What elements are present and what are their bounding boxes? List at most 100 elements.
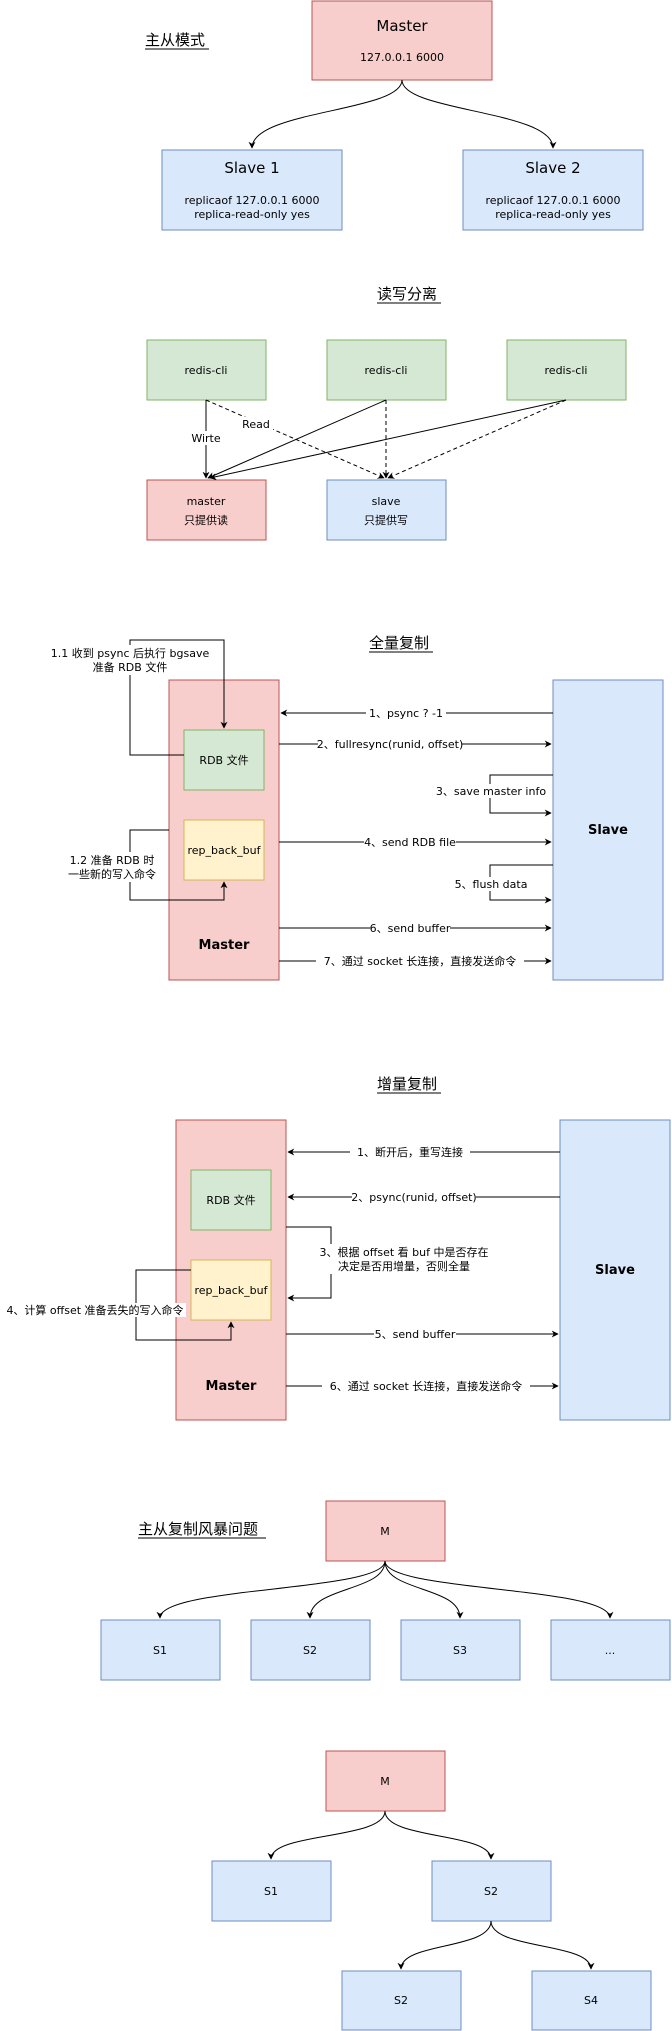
s5-s4-label: ... — [605, 1644, 616, 1657]
s5-m-box[interactable] — [325, 1500, 446, 1562]
s2-cli1-label: redis-cli — [185, 364, 228, 377]
s2-cli3-box[interactable] — [506, 339, 627, 401]
s4-step5-bg — [374, 1327, 456, 1341]
s3-buf-label: rep_back_buf — [188, 844, 262, 857]
s1-slave1-line1: replicaof 127.0.0.1 6000 — [184, 194, 319, 207]
s5-arrow-m-s4 — [384, 1560, 614, 1619]
s4-step1-label: 1、断开后，重写连接 — [357, 1145, 463, 1159]
s4-step5-label: 5、send buffer — [375, 1328, 456, 1341]
s4-step1-bg — [350, 1145, 470, 1159]
s3-step6-bg — [370, 921, 450, 935]
s4-step2-label: 2、psync(runid, offset) — [351, 1191, 476, 1204]
s4-buf-box[interactable] — [190, 1259, 272, 1321]
s3-step6-label: 6、send buffer — [370, 922, 451, 935]
s5-tree-arrow-s2-s4 — [490, 1920, 595, 1970]
s1-slave1-name: Slave 1 — [224, 159, 279, 177]
s3-slave-box[interactable] — [552, 679, 664, 981]
s4-step4-bg — [4, 1303, 186, 1317]
s4-step6-bg — [322, 1379, 530, 1393]
s3-note2-line1: 1.2 准备 RDB 时 — [70, 853, 155, 867]
s3-step4-label: 4、send RDB file — [364, 836, 456, 849]
s2-write-cli2-master — [207, 399, 387, 479]
s3-note2-bg — [60, 852, 164, 882]
s5-tree-m-box[interactable] — [325, 1750, 446, 1812]
s2-cli2-box[interactable] — [326, 339, 447, 401]
s3-master-label: Master — [199, 938, 250, 953]
s3-slave-label: Slave — [588, 823, 628, 838]
s5-tree-s2-box[interactable] — [431, 1860, 552, 1922]
s2-master-name: master — [187, 495, 226, 508]
s5-tree-s3-label: S2 — [394, 1994, 408, 2007]
s2-read-label: Read — [242, 418, 270, 431]
s2-slave-box[interactable] — [326, 479, 447, 541]
s2-read-label-bg — [239, 417, 273, 431]
s4-step3-line2: 决定是否用增量，否则全量 — [338, 1259, 470, 1273]
s3-rdb-box[interactable] — [183, 729, 265, 791]
s3-step4-bg — [364, 835, 456, 849]
s4-step6-label: 6、通过 socket 长连接，直接发送命令 — [330, 1379, 523, 1393]
s3-step5-label: 5、flush data — [455, 878, 528, 891]
s5-s2-box[interactable] — [250, 1619, 371, 1681]
s2-write-label-bg — [189, 431, 223, 445]
s2-cli1-box[interactable] — [146, 339, 267, 401]
s2-master-desc: 只提供读 — [184, 513, 228, 527]
s5-tree-s4-label: S4 — [584, 1994, 598, 2007]
s1-slave1-line2: replica-read-only yes — [194, 208, 310, 221]
s1-master-name: Master — [376, 17, 428, 35]
s5-tree-m-label: M — [380, 1775, 390, 1788]
s5-s2-label: S2 — [303, 1644, 317, 1657]
s3-step5-bg — [454, 877, 528, 891]
section1-title: 主从模式 — [145, 31, 205, 49]
s2-slave-desc: 只提供写 — [364, 513, 408, 527]
s5-tree-s3-box[interactable] — [341, 1970, 462, 2031]
s5-tree-s1-box[interactable] — [211, 1860, 332, 1922]
s1-arrow-master-slave2 — [401, 79, 557, 149]
s3-rdb-label: RDB 文件 — [199, 753, 248, 767]
s3-note1-bg — [48, 645, 212, 675]
section5-title: 主从复制风暴问题 — [138, 1520, 258, 1538]
section2-title: 读写分离 — [377, 285, 437, 303]
s1-master-box[interactable] — [311, 0, 493, 81]
s4-rdb-label: RDB 文件 — [206, 1193, 255, 1207]
s5-arrow-m-s1 — [156, 1560, 386, 1619]
s5-tree-s2-label: S2 — [484, 1885, 498, 1898]
s5-arrow-m-s2 — [306, 1560, 386, 1619]
section4-title: 增量复制 — [377, 1075, 437, 1093]
s1-slave2-box[interactable] — [462, 149, 644, 231]
s3-step7-bg — [316, 954, 524, 968]
s4-step3-bg — [316, 1244, 492, 1274]
s4-rdb-box[interactable] — [190, 1169, 272, 1231]
s3-step7-label: 7、通过 socket 长连接，直接发送命令 — [324, 954, 517, 968]
s1-slave2-line1: replicaof 127.0.0.1 6000 — [485, 194, 620, 207]
section3-title: 全量复制 — [369, 634, 429, 652]
s4-step4-arrow — [135, 1269, 235, 1341]
s5-tree-arrow-m-s2 — [384, 1810, 495, 1860]
s2-cli2-label: redis-cli — [365, 364, 408, 377]
s1-slave1-box[interactable] — [161, 149, 343, 231]
s4-step4-label: 4、计算 offset 准备丢失的写入命令 — [6, 1303, 183, 1317]
s3-step1-label: 1、psync ? -1 — [369, 707, 443, 720]
s5-tree-s4-box[interactable] — [531, 1970, 652, 2031]
s2-slave-name: slave — [372, 495, 401, 508]
s3-note2-line2: 一些新的写入命令 — [68, 867, 156, 881]
s5-s1-box[interactable] — [100, 1619, 221, 1681]
s5-tree-arrow-s2-s3 — [397, 1920, 492, 1970]
s5-s1-label: S1 — [153, 1644, 167, 1657]
s2-master-box[interactable] — [146, 479, 267, 541]
s5-s4-box[interactable] — [550, 1619, 671, 1681]
s3-step2-label: 2、fullresync(runid, offset) — [317, 738, 463, 751]
s3-buf-box[interactable] — [183, 819, 265, 881]
s4-slave-box[interactable] — [559, 1119, 671, 1421]
s5-m-label: M — [380, 1525, 390, 1538]
s4-slave-label: Slave — [595, 1263, 635, 1278]
s4-step3-line1: 3、根据 offset 看 buf 中是否存在 — [320, 1245, 489, 1259]
s3-step3-bg — [435, 784, 547, 798]
s3-step2-bg — [318, 737, 462, 751]
s1-master-addr: 127.0.0.1 6000 — [360, 51, 444, 64]
s3-note1-line2: 准备 RDB 文件 — [93, 660, 168, 674]
s3-note1-line1: 1.1 收到 psync 后执行 bgsave — [51, 646, 210, 660]
s5-s3-box[interactable] — [400, 1619, 521, 1681]
s3-step1-bg — [366, 706, 446, 720]
s4-step2-bg — [352, 1190, 476, 1204]
